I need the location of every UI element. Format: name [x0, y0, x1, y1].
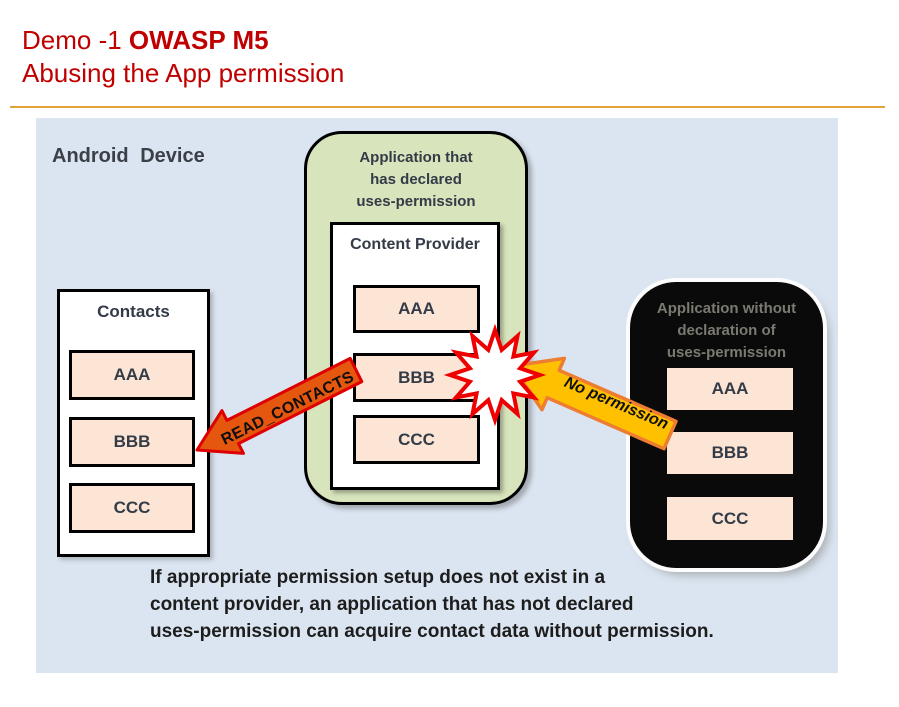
contacts-cell-aaa: AAA — [69, 350, 195, 400]
provider-cell-ccc: CCC — [353, 415, 480, 464]
undeclared-cell-aaa: AAA — [667, 368, 793, 410]
declared-app-title-line3: uses-permission — [356, 193, 476, 210]
slide-title: Demo -1 OWASP M5 Abusing the App permiss… — [22, 24, 344, 90]
content-provider-box: Content Provider AAA BBB CCC — [330, 222, 500, 490]
undeclared-cell-bbb: BBB — [667, 432, 793, 474]
caption-line2: content provider, an application that ha… — [150, 594, 634, 615]
provider-cell-bbb: BBB — [353, 353, 480, 402]
slide-title-emphasis: OWASP M5 — [128, 25, 269, 55]
undeclared-app-title: Application without declaration of uses-… — [630, 298, 823, 364]
contacts-cell-ccc: CCC — [69, 483, 195, 533]
declared-app-title: Application that has declared uses-permi… — [307, 147, 525, 213]
slide-title-prefix: Demo -1 — [22, 25, 129, 55]
caption-line3: uses-permission can acquire contact data… — [150, 621, 714, 642]
undeclared-app-title-line3: uses-permission — [666, 344, 787, 361]
caption-line1: If appropriate permission setup does not… — [150, 567, 606, 588]
content-provider-title: Content Provider — [350, 236, 480, 253]
contacts-title: Contacts — [97, 302, 170, 321]
declared-app-title-line2: has declared — [370, 171, 462, 188]
undeclared-app-title-line2: declaration of — [677, 322, 776, 339]
declared-app-title-line1: Application that — [359, 149, 473, 166]
slide-subtitle: Abusing the App permission — [22, 58, 345, 88]
divider-line — [10, 106, 885, 108]
slide-title-line: Demo -1 OWASP M5 — [22, 24, 344, 57]
undeclared-app-title-line1: Application without — [656, 300, 797, 317]
provider-cell-aaa: AAA — [353, 285, 480, 333]
caption: If appropriate permission setup does not… — [150, 564, 714, 645]
undeclared-cell-ccc: CCC — [667, 497, 793, 540]
android-device-label: Android Device — [52, 145, 205, 167]
undeclared-app-box: Application without declaration of uses-… — [630, 282, 823, 568]
contacts-box: Contacts AAA BBB CCC — [57, 289, 210, 557]
contacts-cell-bbb: BBB — [69, 417, 195, 467]
declared-app-box: Application that has declared uses-permi… — [304, 131, 528, 505]
